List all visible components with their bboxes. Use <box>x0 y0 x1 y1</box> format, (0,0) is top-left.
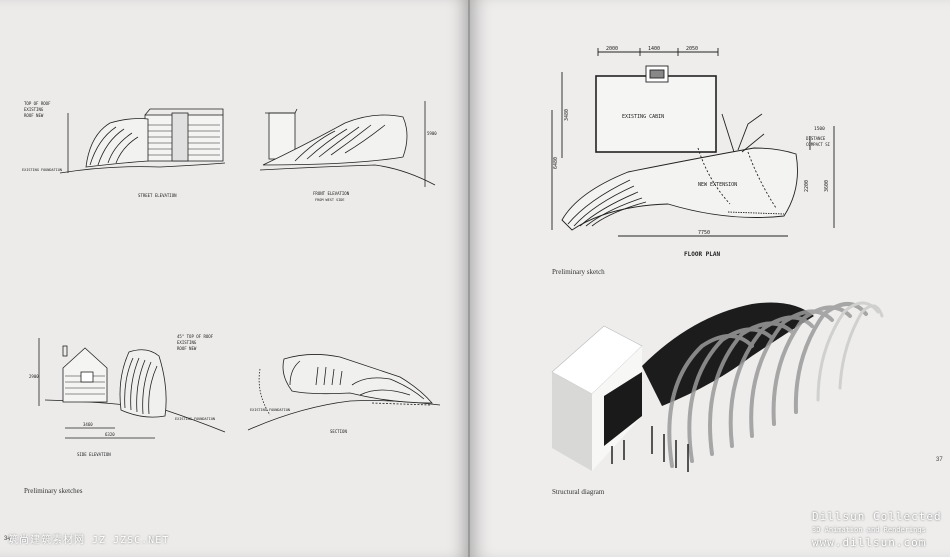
left-page: TOP OF ROOF EXISTING ROOF NEW EXISTING F… <box>0 0 470 557</box>
sketch-street-elevation: TOP OF ROOF EXISTING ROOF NEW EXISTING F… <box>22 101 226 198</box>
label-existing-cabin: EXISTING CABIN <box>622 114 664 120</box>
label-front-elevation-sub: FROM WEST SIDE <box>315 198 345 202</box>
sketch-section: EXISTING FOUNDATION SECTION <box>247 354 441 434</box>
watermark-title: Dillsun Collected <box>812 510 942 523</box>
label-dim-3480: 3480 <box>564 109 570 121</box>
label-new-extension: NEW EXTENSION <box>698 182 737 188</box>
label-floor-plan: FLOOR PLAN <box>684 251 721 258</box>
right-page-number: 37 <box>936 457 943 463</box>
label-distance-note: DISTANCE <box>806 136 826 141</box>
caption-preliminary-sketch: Preliminary sketch <box>552 268 605 276</box>
left-page-number: 34 <box>4 536 11 542</box>
label-top-of-roof: TOP OF ROOF <box>24 101 51 106</box>
watermark-subtitle: 3D Animation and Renderings <box>812 526 926 534</box>
sketch-floor-plan: 2000 1400 2050 3480 6480 EXISTING CABIN … <box>551 46 835 258</box>
label-dim-5900: 5900 <box>427 131 437 136</box>
label-street-elevation: STREET ELEVATION <box>138 193 177 198</box>
label-existing-foundation: EXISTING FOUNDATION <box>22 168 62 172</box>
label-dim-2900: 2900 <box>29 374 39 379</box>
sketch-side-elevation: 45° TOP OF ROOF EXISTING ROOF NEW EXISTI… <box>29 334 226 457</box>
label-dim-2050: 2050 <box>686 46 698 52</box>
label-existing-foundation-2: EXISTING FOUNDATION <box>175 417 215 421</box>
label-dim-6320: 6320 <box>105 432 115 437</box>
sketch-front-elevation: 5900 FRONT ELEVATION FROM WEST SIDE <box>259 101 437 202</box>
label-section: SECTION <box>330 429 347 434</box>
structural-diagram <box>551 301 884 472</box>
label-existing: EXISTING <box>24 107 44 112</box>
label-roof-new-2: ROOF NEW <box>177 346 197 351</box>
label-dim-1400: 1400 <box>648 46 660 52</box>
label-dim-2000: 2000 <box>606 46 618 52</box>
label-dim-1500: 1500 <box>814 126 825 132</box>
label-dim-3600: 3600 <box>824 180 830 192</box>
label-dim-3460: 3460 <box>83 422 93 427</box>
caption-preliminary-sketches: Preliminary sketches <box>24 487 83 495</box>
label-distance-note-2: COMPACT SI <box>806 142 831 147</box>
label-front-elevation: FRONT ELEVATION <box>313 191 350 196</box>
label-top-of-roof-2: 45° TOP OF ROOF <box>177 334 214 339</box>
label-roof-new: ROOF NEW <box>24 113 44 118</box>
watermark-chinese: 筑尚建筑素材网 JZ JZSC.NET <box>8 535 170 546</box>
right-page: 2000 1400 2050 3480 6480 EXISTING CABIN … <box>470 0 950 557</box>
label-existing-foundation-3: EXISTING FOUNDATION <box>250 408 290 412</box>
label-existing-2: EXISTING <box>177 340 197 345</box>
label-dim-7750: 7750 <box>698 230 710 236</box>
label-side-elevation: SIDE ELEVATION <box>77 452 111 457</box>
caption-structural-diagram: Structural diagram <box>552 488 605 496</box>
label-dim-2200: 2200 <box>804 180 810 192</box>
label-dim-6480: 6480 <box>553 157 559 169</box>
watermark-url: www.dillsun.com <box>812 536 927 549</box>
